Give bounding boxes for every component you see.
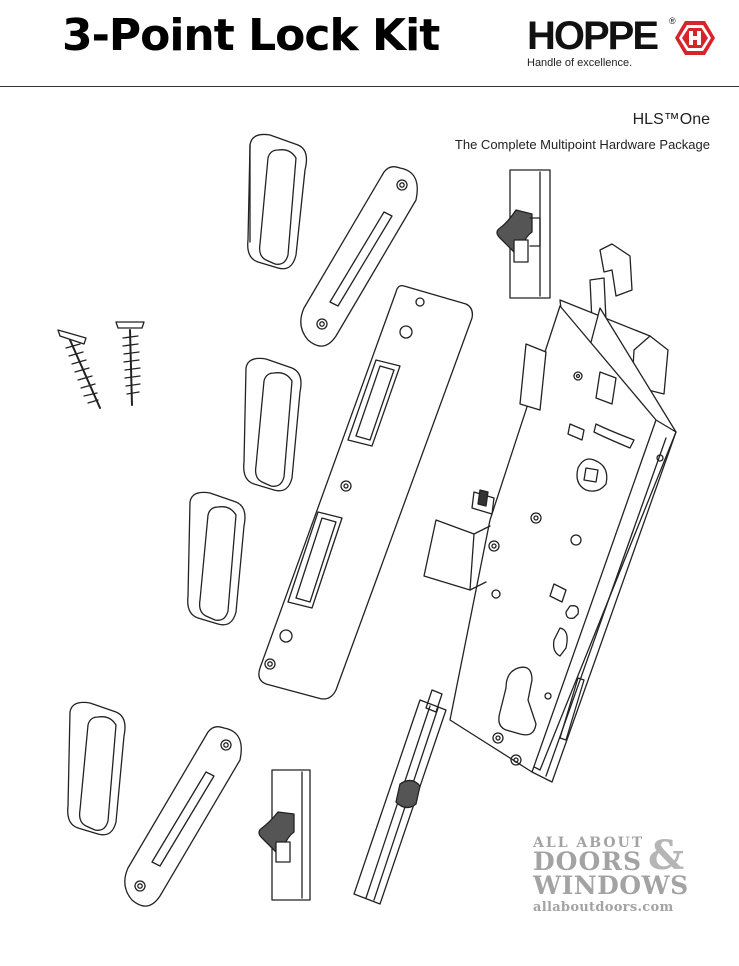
lower-hook-bolt-icon bbox=[258, 769, 311, 901]
strike-keeper-1-icon bbox=[247, 133, 308, 270]
hoppe-hexagon-icon bbox=[675, 21, 715, 55]
center-keeper-plate-icon bbox=[258, 284, 474, 700]
header-divider bbox=[0, 86, 739, 87]
watermark: ALL ABOUT & DOORS WINDOWS allaboutdoors.… bbox=[533, 832, 703, 915]
brand-name: HOPPE bbox=[527, 14, 659, 58]
strike-keeper-3-icon bbox=[187, 491, 246, 626]
screw-left-icon bbox=[57, 329, 101, 409]
strike-keeper-4-icon bbox=[67, 701, 126, 836]
lower-strike-plate-icon bbox=[124, 726, 242, 907]
product-subtitle: The Complete Multipoint Hardware Package bbox=[454, 137, 710, 152]
product-name: HLS™One bbox=[632, 111, 710, 128]
watermark-url: allaboutdoors.com bbox=[533, 900, 674, 915]
page-title: 3-Point Lock Kit bbox=[62, 10, 440, 61]
watermark-line1: ALL ABOUT bbox=[533, 835, 645, 851]
brand-tagline: Handle of excellence. bbox=[527, 57, 633, 69]
watermark-line3: WINDOWS bbox=[533, 871, 689, 900]
strike-keeper-2-icon bbox=[243, 357, 302, 492]
upper-hook-bolt-icon bbox=[496, 169, 551, 299]
upper-strike-plate-icon bbox=[300, 166, 418, 347]
brand-logo: HOPPE ® Handle of excellence. bbox=[527, 16, 717, 69]
watermark-line2: DOORS bbox=[533, 847, 643, 876]
registered-mark: ® bbox=[669, 16, 676, 26]
watermark-ampersand: & bbox=[648, 832, 685, 879]
screw-right-icon bbox=[115, 321, 145, 406]
mortise-gearbox-icon bbox=[353, 243, 677, 905]
